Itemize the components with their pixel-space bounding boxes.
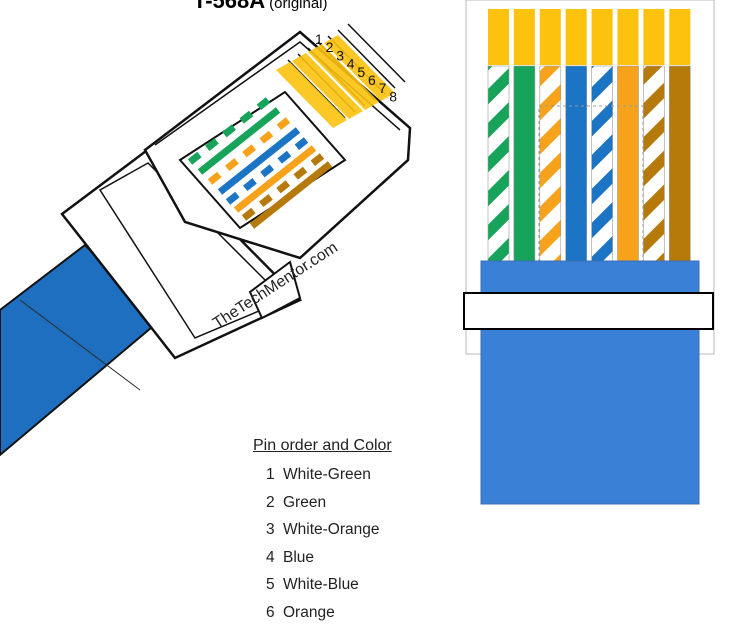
pin-number-6: 6 — [368, 72, 376, 88]
pin-number-1: 1 — [315, 31, 323, 47]
pin-contact-7 — [643, 9, 664, 65]
legend-color: White-Green — [283, 466, 371, 483]
legend-pin: 6 — [266, 604, 283, 622]
pin-number-2: 2 — [326, 39, 334, 55]
wire-pin-1 — [488, 66, 509, 262]
legend-color: White-Blue — [283, 576, 359, 593]
pin-contacts — [488, 9, 690, 65]
pin-number-8: 8 — [389, 88, 397, 104]
wire-strips — [488, 66, 690, 262]
wire-pin-4 — [566, 66, 587, 262]
legend-heading: Pin order and Color — [253, 437, 392, 455]
pin-number-7: 7 — [379, 80, 387, 96]
wire-pin-2 — [514, 66, 535, 262]
wire-pin-8 — [669, 66, 690, 262]
legend-pin: 5 — [266, 576, 283, 594]
pin-contact-5 — [592, 9, 613, 65]
legend-color: White-Orange — [283, 521, 379, 538]
wiring-diagram — [464, 0, 714, 504]
pin-number-5: 5 — [357, 64, 365, 80]
pin-contact-2 — [514, 9, 535, 65]
legend-color: Blue — [283, 549, 314, 566]
pin-contact-1 — [488, 9, 509, 65]
pin-number-4: 4 — [347, 56, 355, 72]
diagram-title: T-568A (original) — [193, 0, 328, 14]
title-main: T-568A — [193, 0, 265, 13]
title-subtitle: (original) — [269, 0, 327, 12]
pin-contact-4 — [566, 9, 587, 65]
legend-color: Orange — [283, 604, 335, 621]
legend-pin: 1 — [266, 466, 283, 484]
wire-pin-7 — [643, 66, 664, 262]
pin-number-3: 3 — [336, 47, 344, 63]
pin-contact-8 — [669, 9, 690, 65]
wire-pin-5 — [592, 66, 613, 262]
legend-pin: 2 — [266, 494, 283, 512]
legend-pin: 4 — [266, 549, 283, 567]
legend-color: Green — [283, 494, 326, 511]
pin-contact-3 — [540, 9, 561, 65]
wire-pin-6 — [618, 66, 639, 262]
pin-contact-6 — [618, 9, 639, 65]
strain-relief-bar — [464, 293, 713, 329]
wire-pin-3 — [540, 66, 561, 262]
legend-pin: 3 — [266, 521, 283, 539]
